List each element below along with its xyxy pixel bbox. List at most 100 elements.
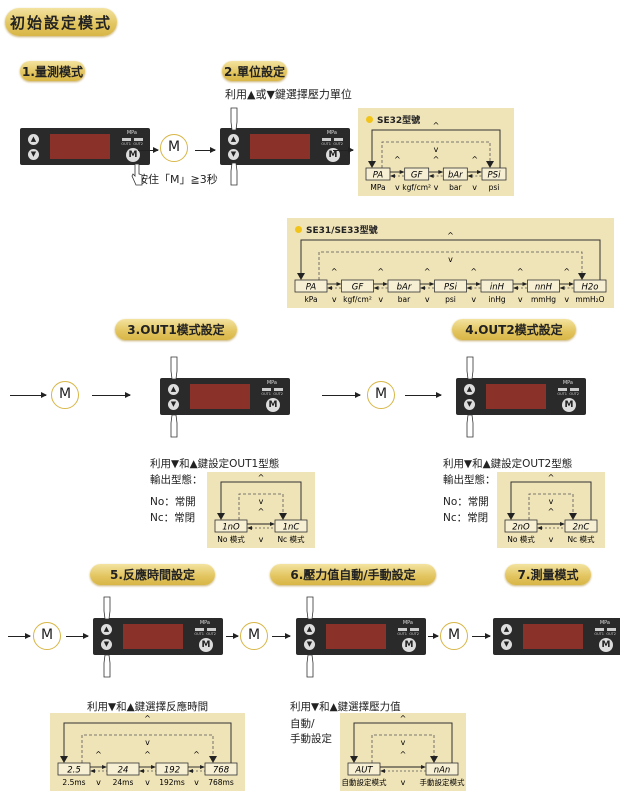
up-caret: ^: [433, 121, 440, 130]
node-code: 1nO: [222, 523, 240, 533]
model-title: SE32型號: [377, 116, 421, 126]
arrowhead: [200, 765, 205, 769]
down-caret: v: [378, 295, 383, 304]
arrowhead: [430, 756, 438, 763]
model-title: SE31/SE33型號: [306, 226, 378, 236]
node-unit: 192ms: [159, 778, 185, 787]
out1-led: [262, 388, 271, 391]
up-button[interactable]: ▲: [28, 134, 39, 145]
page-title: 初始設定模式: [5, 8, 117, 36]
arrowhead: [373, 286, 379, 290]
flow-title: SE31/SE33型號: [295, 223, 378, 236]
flow-arrow: [405, 392, 442, 398]
step-7-label: 7.測量模式: [505, 564, 591, 585]
node-box: [274, 519, 308, 533]
arrowhead: [537, 526, 542, 530]
down-button[interactable]: ▼: [304, 639, 315, 650]
hand-up-icon: [230, 107, 238, 131]
node-unit: kgf/cm²: [343, 295, 372, 304]
flow-arrow: [226, 633, 239, 639]
down-caret: v: [549, 497, 554, 506]
out2-label: OUT2: [206, 632, 216, 636]
node-box: [434, 279, 467, 293]
device-response: ▲ ▼ MPa OUT1 OUT2 M: [93, 618, 223, 655]
down-button[interactable]: ▼: [501, 639, 512, 650]
arrowhead: [383, 282, 388, 286]
node-box: [365, 167, 391, 181]
display-screen: [326, 624, 386, 649]
hand-up-icon: [103, 596, 111, 620]
arrowhead: [578, 273, 586, 280]
out2-led: [570, 388, 579, 391]
down-button[interactable]: ▼: [168, 399, 179, 410]
arrowhead: [476, 282, 481, 286]
node-unit: 768ms: [208, 778, 234, 787]
m-button-icon: M: [33, 622, 61, 650]
device-out2: ▲ ▼ MPa OUT1 OUT2 M: [456, 378, 586, 415]
up-button[interactable]: ▲: [168, 384, 179, 395]
up-button[interactable]: ▲: [101, 624, 112, 635]
device-measure-final: ▲ ▼ MPa OUT1 OUT2 M: [493, 618, 620, 655]
hold-m-text: 按住「M」≧3秒: [137, 173, 218, 186]
m-button[interactable]: M: [199, 638, 213, 652]
node-code: AUT: [354, 766, 373, 776]
out1-hint: 利用▼和▲鍵設定OUT1型態: [150, 458, 280, 470]
down-button[interactable]: ▼: [28, 149, 39, 160]
out1-label: OUT1: [594, 632, 604, 636]
up-caret: ^: [424, 267, 431, 276]
node-box: [425, 762, 459, 776]
down-button[interactable]: ▼: [228, 149, 239, 160]
m-button[interactable]: M: [562, 398, 576, 412]
device-measure: ▲ ▼ MPa OUT1 OUT2 M: [20, 128, 150, 165]
out2-label: OUT2: [273, 392, 283, 396]
up-caret: ^: [377, 267, 384, 276]
unit-label: MPa: [266, 380, 277, 386]
display-screen: [250, 134, 310, 159]
arrowhead: [90, 769, 95, 773]
down-caret: v: [564, 295, 569, 304]
no-label: No：常開: [443, 496, 489, 508]
node-box: [347, 762, 381, 776]
m-button[interactable]: M: [599, 638, 613, 652]
arrowhead: [428, 174, 434, 178]
bullet-icon: [295, 226, 302, 233]
down-button[interactable]: ▼: [464, 399, 475, 410]
m-button[interactable]: M: [126, 148, 140, 162]
down-caret: v: [518, 295, 523, 304]
arrowhead: [297, 273, 305, 280]
step-5-label: 5.反應時間設定: [90, 564, 215, 585]
flow-arrow: [272, 633, 291, 639]
arrowhead: [399, 170, 405, 174]
flow-arrow: [428, 633, 439, 639]
arrowhead: [560, 522, 565, 526]
arrowhead: [467, 174, 473, 178]
m-button[interactable]: M: [402, 638, 416, 652]
up-button[interactable]: ▲: [464, 384, 475, 395]
m-button[interactable]: M: [326, 148, 340, 162]
up-button[interactable]: ▲: [304, 624, 315, 635]
up-button[interactable]: ▲: [501, 624, 512, 635]
down-button[interactable]: ▼: [101, 639, 112, 650]
arrowhead: [429, 282, 435, 286]
arrowhead: [247, 526, 252, 530]
down-caret: v: [259, 535, 264, 544]
arrowhead: [270, 522, 275, 526]
node-unit: psi: [489, 183, 500, 192]
hand-down-icon: [103, 654, 111, 678]
up-caret: ^: [400, 714, 407, 723]
down-caret: v: [332, 295, 337, 304]
node-box: [106, 762, 140, 776]
up-button[interactable]: ▲: [228, 134, 239, 145]
hand-press-m-icon: [131, 163, 143, 186]
arrowhead: [327, 286, 332, 290]
m-button[interactable]: M: [266, 398, 280, 412]
arrowhead: [279, 513, 287, 520]
out1-led: [195, 628, 204, 631]
out1-label: OUT1: [121, 142, 131, 146]
up-caret: ^: [258, 473, 265, 482]
hand-up-icon: [306, 596, 314, 620]
